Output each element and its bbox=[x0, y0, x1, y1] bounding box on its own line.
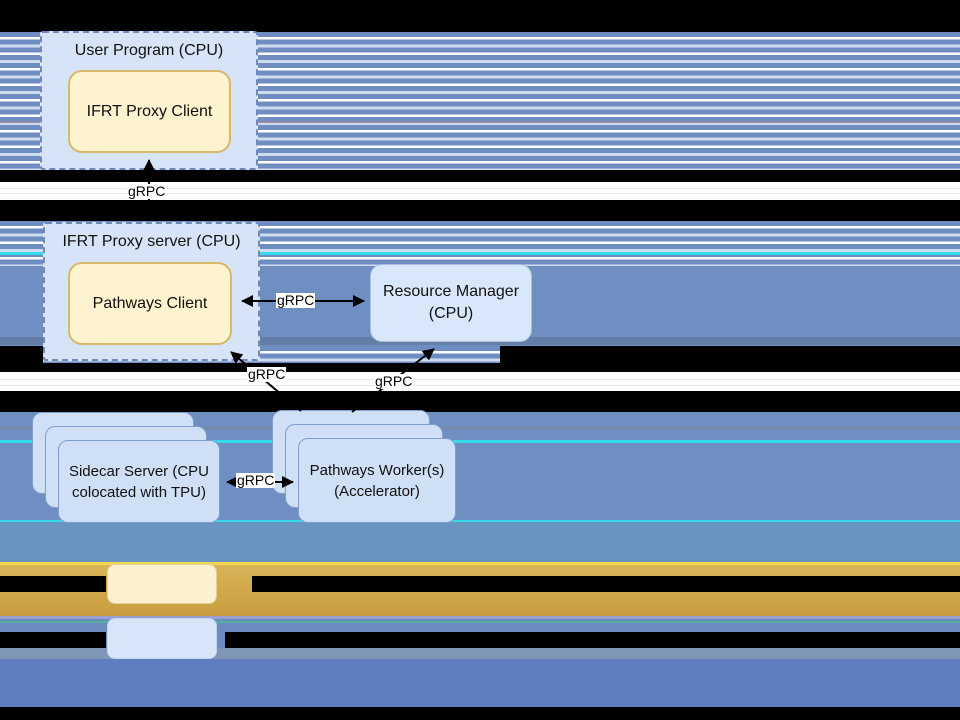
node-user-program-label: User Program (CPU) bbox=[74, 42, 224, 59]
white-band-b bbox=[0, 372, 960, 391]
edge-label-grpc-4: gRPC bbox=[374, 373, 414, 389]
node-resource-manager: Resource Manager (CPU) bbox=[370, 264, 532, 342]
node-resource-manager-label-line2: (CPU) bbox=[428, 305, 474, 322]
redaction-bar-row1-left bbox=[0, 576, 106, 592]
bright-yellow-line bbox=[0, 562, 960, 565]
gray-blue-band bbox=[0, 648, 960, 659]
black-band-b bbox=[0, 200, 960, 221]
artifact-line-lavender bbox=[0, 616, 960, 619]
node-sidecar-server-label-line2: colocated with TPU) bbox=[72, 483, 206, 501]
edge-label-grpc-5: gRPC bbox=[236, 472, 276, 488]
black-seg-right bbox=[500, 346, 960, 363]
edge-label-grpc-2: gRPC bbox=[276, 292, 316, 308]
node-ifrt-proxy-client-label: IFRT Proxy Client bbox=[86, 102, 213, 120]
node-pathways-client: Pathways Client bbox=[68, 262, 232, 345]
solid-blue-low-2 bbox=[0, 522, 960, 562]
node-pathways-client-label: Pathways Client bbox=[92, 294, 208, 312]
artifact-line-cyan-1 bbox=[0, 252, 960, 255]
redaction-bar-row1-right bbox=[252, 576, 960, 592]
node-ifrt-proxy-server-label: IFRT Proxy server (CPU) bbox=[62, 233, 241, 250]
node-sidecar-server-label-line1: Sidecar Server (CPU bbox=[68, 462, 210, 480]
top-black-band bbox=[0, 0, 960, 32]
artifact-line-gray bbox=[0, 427, 960, 429]
legend-blue-swatch bbox=[107, 618, 217, 659]
artifact-line-cyan-2 bbox=[0, 440, 960, 443]
redaction-bar-row2-right bbox=[225, 632, 960, 648]
periwinkle-band bbox=[0, 659, 960, 707]
node-ifrt-proxy-client: IFRT Proxy Client bbox=[68, 70, 231, 153]
node-pathways-workers: Pathways Worker(s) (Accelerator) bbox=[298, 438, 456, 523]
edge-label-grpc-3: gRPC bbox=[247, 366, 287, 382]
node-pathways-workers-label-line1: Pathways Worker(s) bbox=[309, 461, 445, 479]
node-resource-manager-label-line1: Resource Manager bbox=[382, 283, 520, 300]
white-band-a bbox=[0, 182, 960, 200]
edge-label-grpc-1: gRPC bbox=[127, 183, 167, 199]
legend-yellow-swatch bbox=[107, 564, 217, 604]
artifact-line-teal bbox=[0, 621, 960, 623]
redaction-bar-row2-left bbox=[0, 632, 106, 648]
black-band-a bbox=[0, 170, 960, 182]
black-seg-left bbox=[0, 346, 43, 363]
bottom-black-band bbox=[0, 707, 960, 720]
node-sidecar-server: Sidecar Server (CPU colocated with TPU) bbox=[58, 440, 220, 523]
node-pathways-workers-label-line2: (Accelerator) bbox=[334, 482, 420, 500]
artifact-line-mauve bbox=[0, 121, 960, 123]
artifact-line-cyan-3 bbox=[0, 520, 960, 523]
